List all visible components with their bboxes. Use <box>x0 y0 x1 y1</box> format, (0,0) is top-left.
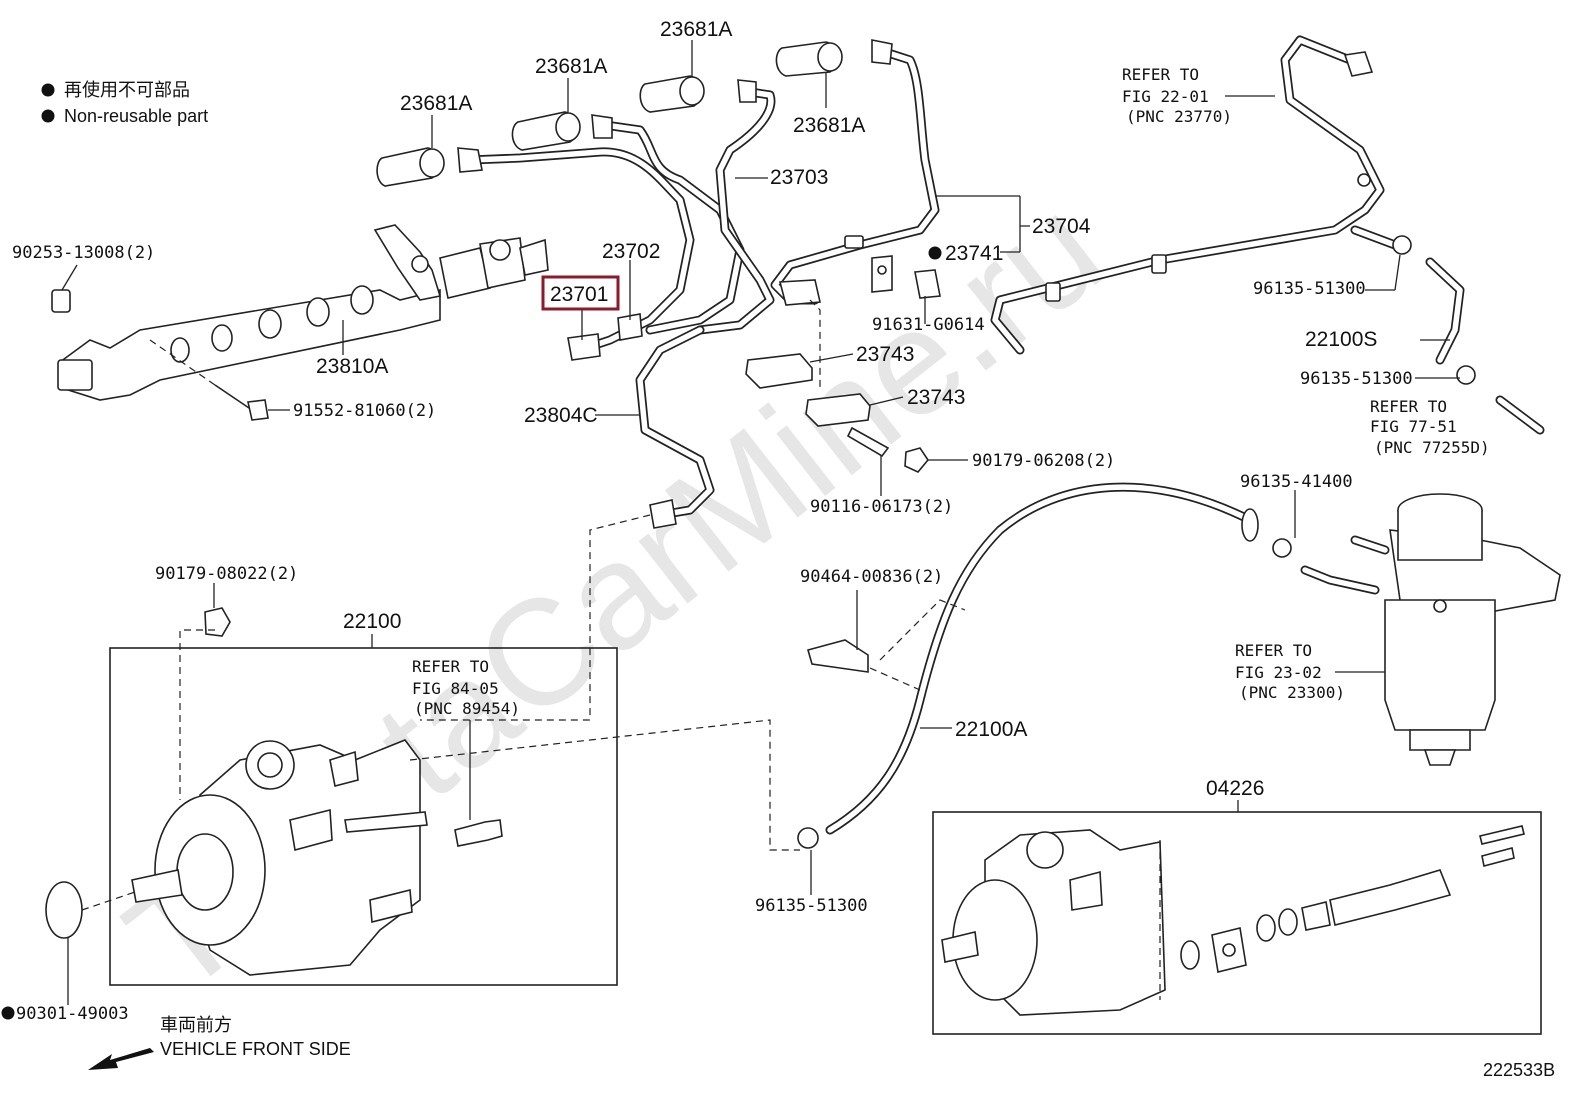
legend-non-reusable-jp: 再使用不可部品 <box>64 80 190 100</box>
ref-fig77-line3: (PNC 77255D) <box>1374 438 1490 457</box>
ref-fig22-line2: FIG 22-01 <box>1122 87 1209 106</box>
legend-non-reusable-en: Non-reusable part <box>64 106 208 126</box>
return-pipe[interactable] <box>990 35 1400 355</box>
label-23743-lower[interactable]: 23743 <box>907 386 965 409</box>
stud-90116[interactable] <box>846 426 890 458</box>
label-91631-g0614[interactable]: 91631-G0614 <box>872 315 985 335</box>
nut-90179-06208[interactable] <box>904 447 929 473</box>
highlight-box <box>541 275 620 311</box>
nut-90179-08022[interactable] <box>204 607 231 637</box>
ref-fig84-line1: REFER TO <box>412 657 489 676</box>
pump-assembly-box <box>109 647 618 986</box>
overflow-pipe-end <box>1495 395 1545 435</box>
label-96135-51300-middle[interactable]: 96135-51300 <box>1300 369 1413 389</box>
label-23681a-3[interactable]: 23681A <box>660 18 732 41</box>
non-reusable-dot-icon <box>1 1006 15 1020</box>
plug-90253[interactable] <box>51 289 71 313</box>
supply-pump-22100[interactable] <box>131 739 428 976</box>
leader-lines <box>61 40 1460 895</box>
label-23810a[interactable]: 23810A <box>316 355 388 378</box>
label-23743-upper[interactable]: 23743 <box>856 343 914 366</box>
label-23702[interactable]: 23702 <box>602 240 660 263</box>
supply-pump-04226[interactable] <box>941 829 1166 1016</box>
label-91552-81060[interactable]: 91552-81060(2) <box>293 401 436 421</box>
label-23681a-2[interactable]: 23681A <box>535 55 607 78</box>
gasket-kit-box <box>932 811 1542 1035</box>
non-reusable-dot-icon <box>928 246 942 260</box>
ref-fig23-line1: REFER TO <box>1235 641 1312 660</box>
label-23681a-1[interactable]: 23681A <box>400 92 472 115</box>
injection-pipes[interactable] <box>457 39 940 529</box>
label-96135-51300-lower[interactable]: 96135-51300 <box>755 896 868 916</box>
legend: 再使用不可部品 Non-reusable part <box>41 80 208 126</box>
ref-fig-22-01[interactable]: REFER TO FIG 22-01 (PNC 23770) <box>1122 65 1232 126</box>
sleeve-23681a-1[interactable] <box>376 147 445 187</box>
clamp-23743-lower[interactable] <box>805 393 871 427</box>
arrow-left-icon <box>88 1048 154 1070</box>
label-90253-13008[interactable]: 90253-13008(2) <box>12 243 155 263</box>
ref-fig77-line2: FIG 77-51 <box>1370 417 1457 436</box>
fuel-filter[interactable] <box>1300 493 1561 766</box>
o-ring-90301[interactable] <box>45 881 83 939</box>
fuel-hose-22100a[interactable] <box>825 482 1259 835</box>
label-90464-00836[interactable]: 90464-00836(2) <box>800 567 943 587</box>
highlighted-part-23701[interactable]: 23701 <box>541 275 620 311</box>
clip-90464[interactable] <box>807 639 869 673</box>
ref-fig23-line2: FIG 23-02 <box>1235 663 1322 682</box>
clamp-23743-upper[interactable] <box>745 353 813 389</box>
ref-fig84-line2: FIG 84-05 <box>412 679 499 698</box>
label-23681a-4[interactable]: 23681A <box>793 114 865 137</box>
pressure-sensor[interactable] <box>454 819 503 847</box>
label-23703[interactable]: 23703 <box>770 166 828 189</box>
sleeve-23681a-4[interactable] <box>775 41 843 77</box>
bolt-91552[interactable] <box>149 339 269 421</box>
figure-number: 222533B <box>1483 1060 1555 1080</box>
ref-fig-23-02[interactable]: REFER TO FIG 23-02 (PNC 23300) <box>1235 641 1345 702</box>
label-96135-41400[interactable]: 96135-41400 <box>1240 472 1353 492</box>
label-90179-06208[interactable]: 90179-06208(2) <box>972 451 1115 471</box>
ref-fig-84-05[interactable]: REFER TO FIG 84-05 (PNC 89454) <box>412 657 520 718</box>
label-23741[interactable]: 23741 <box>945 242 1003 265</box>
clamp-96135-41400[interactable] <box>1272 538 1292 558</box>
clamp-96135-51300-lower[interactable] <box>797 827 819 849</box>
label-23704[interactable]: 23704 <box>1032 215 1091 238</box>
gasket-kit-parts[interactable] <box>1180 825 1525 973</box>
non-reusable-dot-icon <box>41 83 55 97</box>
ref-fig23-line3: (PNC 23300) <box>1239 683 1345 702</box>
label-23804c[interactable]: 23804C <box>524 404 598 427</box>
label-22100a[interactable]: 22100A <box>955 718 1027 741</box>
vehicle-front-indicator: 車両前方 VEHICLE FRONT SIDE <box>88 1015 351 1070</box>
ref-fig-77-51[interactable]: REFER TO FIG 77-51 (PNC 77255D) <box>1370 397 1490 457</box>
sleeve-23681a-3[interactable] <box>639 75 705 113</box>
label-23701[interactable]: 23701 <box>550 283 608 306</box>
ref-fig22-line1: REFER TO <box>1122 65 1199 84</box>
label-04226[interactable]: 04226 <box>1206 777 1264 800</box>
direction-jp: 車両前方 <box>160 1015 232 1035</box>
label-22100[interactable]: 22100 <box>343 610 401 633</box>
non-reusable-dot-icon <box>41 109 55 123</box>
bolt-91631[interactable] <box>914 269 941 299</box>
label-90116-06173[interactable]: 90116-06173(2) <box>810 497 953 517</box>
label-22100s[interactable]: 22100S <box>1305 328 1377 351</box>
sleeve-23681a-2[interactable] <box>511 111 581 151</box>
label-96135-51300-upper[interactable]: 96135-51300 <box>1253 279 1366 299</box>
bracket-23741[interactable] <box>871 255 893 293</box>
hose-22100s[interactable] <box>1392 235 1476 385</box>
ref-fig84-line3: (PNC 89454) <box>414 699 520 718</box>
ref-fig77-line1: REFER TO <box>1370 397 1447 416</box>
label-90301-49003[interactable]: 90301-49003 <box>16 1004 129 1024</box>
label-90179-08022[interactable]: 90179-08022(2) <box>155 564 298 584</box>
fuel-rail[interactable] <box>57 224 549 401</box>
ref-fig22-line3: (PNC 23770) <box>1126 107 1232 126</box>
direction-en: VEHICLE FRONT SIDE <box>160 1039 351 1059</box>
